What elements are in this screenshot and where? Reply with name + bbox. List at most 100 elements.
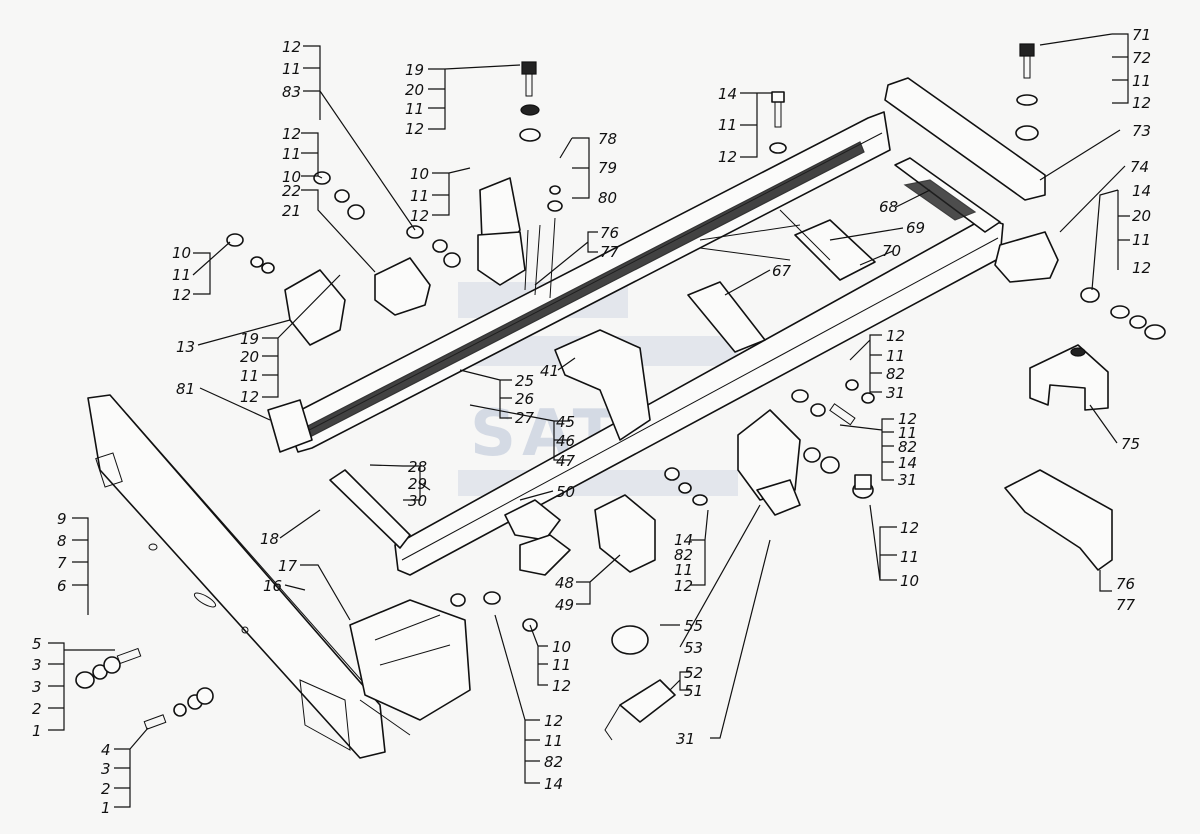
- callout-label: 10: [552, 638, 571, 656]
- callout-label: 19: [405, 61, 424, 79]
- callout-label: 69: [906, 219, 925, 237]
- callout-label: 11: [718, 116, 737, 134]
- callout-label: 17: [278, 557, 298, 575]
- callout-label: 11: [282, 145, 301, 163]
- callout-label: 48: [555, 574, 574, 592]
- callout-group-28-29-30: 28 29 30: [408, 458, 427, 510]
- callout-label: 11: [886, 347, 905, 365]
- callout-label: 11: [405, 100, 424, 118]
- callout-label: 11: [1132, 72, 1151, 90]
- bracket-13: [284, 269, 346, 346]
- callout-label: 12: [544, 712, 563, 730]
- callout-label: 77: [1116, 596, 1136, 614]
- leader-lines: [48, 33, 1130, 808]
- callout-label: 22: [282, 182, 301, 200]
- callout-group-14-20-11-12-right: 14 20 11 12: [1132, 182, 1151, 277]
- callout-label: 3: [32, 656, 42, 674]
- callout-label: 81: [176, 380, 195, 398]
- callout-label: 12: [410, 207, 429, 225]
- cross-member-67: [687, 281, 766, 353]
- callout-label: 16: [263, 577, 282, 595]
- callout-group-70: 70: [882, 242, 901, 260]
- callout-label: 2: [32, 700, 42, 718]
- callout-label: 31: [898, 471, 917, 489]
- callout-group-12-11-10-right: 12 11 10: [900, 519, 919, 590]
- callout-group-9-8-7-6: 9 8 7 6: [57, 510, 67, 595]
- callout-group-10-11-12-bottom: 10 11 12: [552, 638, 571, 695]
- callout-group-12-11-83: 12 11 83: [282, 38, 301, 101]
- callout-label: 10: [900, 572, 919, 590]
- callout-label: 20: [240, 348, 259, 366]
- callout-label: 14: [544, 775, 563, 793]
- callout-label: 1: [32, 722, 42, 740]
- cap-75: [1029, 344, 1109, 411]
- front-bumper: [87, 394, 386, 759]
- mount-50: [504, 499, 561, 541]
- callout-group-10-11-12-mid: 10 11 12: [410, 165, 429, 225]
- callout-label: 11: [282, 60, 301, 78]
- bracket-22-21: [374, 257, 431, 316]
- callout-label: 51: [684, 682, 703, 700]
- callout-label: 28: [408, 458, 427, 476]
- callout-label: 77: [600, 243, 620, 261]
- callout-label: 10: [410, 165, 429, 183]
- callout-group-75: 75: [1121, 435, 1140, 453]
- callout-label: 78: [598, 130, 617, 148]
- callout-label: 3: [101, 760, 111, 778]
- callout-label: 76: [1116, 575, 1135, 593]
- callout-group-17-16: 17 16: [263, 557, 298, 595]
- cross-member-41: [554, 329, 651, 441]
- callout-label: 12: [886, 327, 905, 345]
- callout-group-68: 68: [879, 198, 898, 216]
- callout-group-48-49: 48 49: [555, 574, 574, 614]
- callout-group-12-11-82-31-a: 12 11 82 31: [886, 327, 905, 402]
- callout-label: 12: [898, 410, 917, 428]
- callout-label: 21: [282, 202, 301, 220]
- callout-group-19-20-11-12-top: 19 20 11 12: [405, 61, 424, 138]
- spring-bracket: [737, 409, 801, 501]
- callout-label: 31: [886, 384, 905, 402]
- callout-label: 12: [718, 148, 737, 166]
- callout-label: 11: [1132, 231, 1151, 249]
- callout-label: 26: [515, 390, 534, 408]
- callout-group-14-82-11-12: 14 82 11 12: [674, 531, 693, 595]
- callout-label: 50: [556, 483, 575, 501]
- callout-label: 14: [1132, 182, 1151, 200]
- callout-label: 27: [515, 409, 535, 427]
- callout-label: 71: [1132, 26, 1151, 44]
- callout-label: 12: [1132, 259, 1151, 277]
- callout-label: 9: [57, 510, 67, 528]
- callout-label: 11: [898, 424, 917, 442]
- callout-label: 53: [684, 639, 703, 657]
- callout-label: 82: [898, 438, 917, 456]
- bracket-76-77: [1004, 469, 1113, 571]
- callout-group-69: 69: [906, 219, 925, 237]
- fasteners: [75, 43, 1166, 730]
- callout-labels: 12 11 83 12 11 10 22 21 10 11 12 13 19 2…: [32, 26, 1151, 817]
- callout-group-12-11-82-14-bottom: 12 11 82 14: [544, 712, 563, 793]
- callout-label: 73: [1132, 122, 1151, 140]
- mount-cup: [519, 534, 571, 576]
- callout-label: 80: [598, 189, 617, 207]
- callout-group-81: 81: [176, 380, 195, 398]
- callout-label: 46: [556, 432, 575, 450]
- callout-group-14-11-12-top: 14 11 12: [718, 85, 737, 166]
- callout-label: 14: [674, 531, 693, 549]
- callout-label: 13: [176, 338, 195, 356]
- callout-label: 76: [600, 224, 619, 242]
- callout-label: 79: [598, 159, 617, 177]
- callout-label: 12: [282, 125, 301, 143]
- callout-label: 20: [405, 81, 424, 99]
- callout-group-31-bottom: 31: [676, 730, 695, 748]
- callout-group-76-77-top: 76 77: [600, 224, 620, 261]
- callout-group-12-11-10: 12 11 10: [282, 125, 301, 186]
- callout-label: 31: [676, 730, 695, 748]
- callout-group-19-20-11-12-left: 19 20 11 12: [240, 330, 259, 406]
- towing-hitch: [349, 599, 471, 721]
- callout-label: 47: [556, 452, 576, 470]
- callout-label: 12: [405, 120, 424, 138]
- callout-group-22-21: 22 21: [282, 182, 301, 220]
- callout-label: 3: [32, 678, 42, 696]
- front-cross-member: [329, 469, 411, 549]
- callout-label: 74: [1130, 158, 1149, 176]
